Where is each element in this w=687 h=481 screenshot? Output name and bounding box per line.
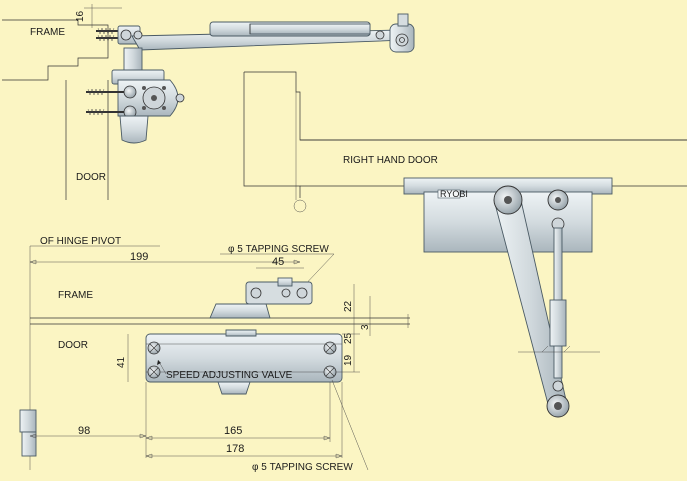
door-bottom-label: DOOR [58,340,88,351]
brand-plate: RYOBI [440,189,468,199]
dim-16: 16 [75,10,86,22]
dim-3: 3 [360,324,371,330]
right-hand-door-view: RIGHT HAND DOOR RYOBI [243,71,687,418]
dim-22: 22 [343,300,354,312]
door-screws [86,88,124,116]
dim-178: 178 [226,443,244,455]
dim-19: 19 [343,354,354,366]
hinge-pivot-label: OF HINGE PIVOT [40,236,121,247]
dim-98: 98 [78,425,90,437]
dim-25: 25 [343,332,354,344]
frame-top-label: FRAME [30,27,65,38]
right-hand-door-label: RIGHT HAND DOOR [343,155,438,166]
dim-45: 45 [272,256,284,268]
top-view: FRAME DOOR 16 [2,4,415,200]
tapping-screw-bottom-label: φ 5 TAPPING SCREW [252,462,353,473]
dim-41: 41 [116,356,127,368]
frame-bottom-label: FRAME [58,290,93,301]
door-top-label: DOOR [76,172,106,183]
speed-valve-label: SPEED ADJUSTING VALVE [166,370,293,381]
front-view: OF HINGE PIVOT 199 φ 5 TAPPING SCREW 45 … [19,236,410,473]
dim-199: 199 [130,251,148,263]
dim-165: 165 [224,425,242,437]
tapping-screw-top-label: φ 5 TAPPING SCREW [228,244,329,255]
